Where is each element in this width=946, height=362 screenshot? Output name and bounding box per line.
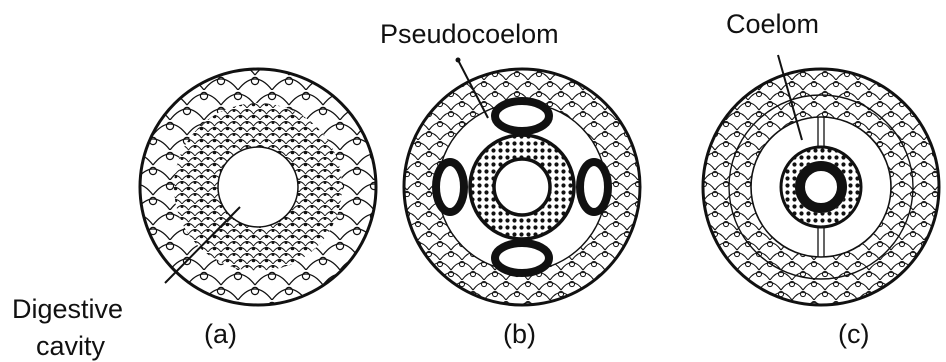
- panel-b-organ-bottom: [495, 243, 549, 273]
- panel-a-digestive-cavity: [218, 147, 298, 227]
- panel-c-coelomate: [700, 60, 946, 320]
- panel-a-acoelomate: [130, 60, 390, 320]
- label-coelom: Coelom: [726, 9, 819, 39]
- label-panel-a: (a): [204, 319, 237, 349]
- label-digestive-line1: Digestive: [12, 294, 123, 324]
- label-panel-b: (b): [503, 319, 536, 349]
- label-digestive-line2: cavity: [36, 331, 106, 361]
- panel-b-gut-lumen: [494, 159, 550, 215]
- panel-b-organ-right: [580, 162, 608, 212]
- leader-pseudocoelom-dot: [456, 58, 461, 63]
- label-panel-c: (c): [838, 319, 869, 349]
- panel-b-pseudocoelomate: [400, 60, 660, 320]
- label-pseudocoelom: Pseudocoelom: [380, 19, 559, 49]
- panel-c-gut-lumen: [809, 175, 833, 199]
- panel-b-organ-top: [495, 101, 549, 131]
- panel-b-organ-left: [436, 162, 464, 212]
